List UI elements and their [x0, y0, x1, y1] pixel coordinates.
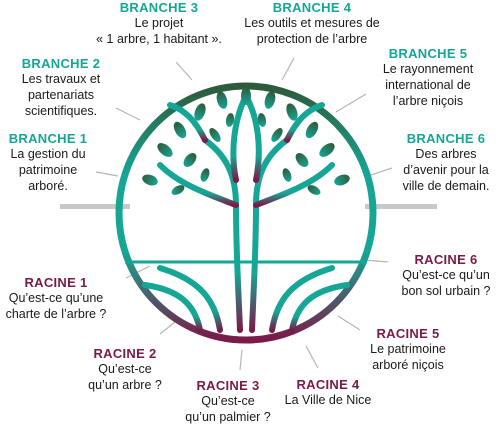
branche-5-title: BRANCHE 5: [388, 46, 468, 61]
racine-1-desc: Qu’est-ce qu’une charte de l’arbre ?: [5, 291, 107, 321]
branche-3-title: BRANCHE 3: [119, 0, 199, 15]
branche-2-title: BRANCHE 2: [21, 56, 101, 71]
branche-6: BRANCHE 6 Des arbres d’avenir pour la vi…: [392, 131, 500, 194]
racine-4-title: RACINE 4: [296, 377, 360, 392]
branche-1: BRANCHE 1 La gestion du patrimoine arbor…: [2, 131, 94, 194]
branche-5: BRANCHE 5 Le rayonnement international d…: [366, 46, 490, 109]
branche-5-desc: Le rayonnement international de l’arbre …: [382, 62, 474, 108]
racine-5: RACINE 5 Le patrimoine arboré niçois: [356, 326, 460, 374]
branche-6-title: BRANCHE 6: [406, 131, 486, 146]
branche-4: BRANCHE 4 Les outils et mesures de prote…: [232, 0, 392, 48]
branche-2-desc: Les travaux et partenariats scientifique…: [21, 72, 101, 118]
racine-3-title: RACINE 3: [196, 378, 260, 393]
branche-2: BRANCHE 2 Les travaux et partenariats sc…: [6, 56, 116, 119]
racine-2: RACINE 2 Qu’est-ce qu’un arbre ?: [78, 346, 172, 394]
branche-3-desc: Le projet « 1 arbre, 1 habitant ».: [96, 16, 222, 46]
right-divider: [365, 204, 437, 209]
racine-2-title: RACINE 2: [93, 346, 157, 361]
branche-4-desc: Les outils et mesures de protection de l…: [244, 16, 380, 46]
racine-3: RACINE 3 Qu’est-ce qu’un palmier ?: [178, 378, 278, 426]
branche-3: BRANCHE 3 Le projet « 1 arbre, 1 habitan…: [84, 0, 234, 48]
tree-leaves: [142, 87, 350, 195]
racine-6-desc: Qu’est-ce qu’un bon sol urbain ?: [401, 268, 491, 298]
racine-1-title: RACINE 1: [24, 275, 88, 290]
branche-1-title: BRANCHE 1: [8, 131, 88, 146]
racine-4: RACINE 4 La Ville de Nice: [272, 377, 384, 409]
racine-3-desc: Qu’est-ce qu’un palmier ?: [185, 394, 271, 424]
left-divider: [60, 204, 130, 209]
racine-6: RACINE 6 Qu’est-ce qu’un bon sol urbain …: [392, 252, 500, 300]
racine-5-title: RACINE 5: [376, 326, 440, 341]
racine-6-title: RACINE 6: [414, 252, 478, 267]
racine-5-desc: Le patrimoine arboré niçois: [370, 342, 446, 372]
branche-4-title: BRANCHE 4: [272, 0, 352, 15]
branche-6-desc: Des arbres d’avenir pour la ville de dem…: [402, 147, 490, 193]
racine-1: RACINE 1 Qu’est-ce qu’une charte de l’ar…: [0, 275, 112, 323]
tree-ring: [115, 82, 377, 344]
tree-of-life-icon: [142, 97, 350, 333]
racine-4-desc: La Ville de Nice: [284, 393, 372, 408]
racine-2-desc: Qu’est-ce qu’un arbre ?: [88, 362, 162, 392]
branche-1-desc: La gestion du patrimoine arboré.: [10, 147, 86, 193]
